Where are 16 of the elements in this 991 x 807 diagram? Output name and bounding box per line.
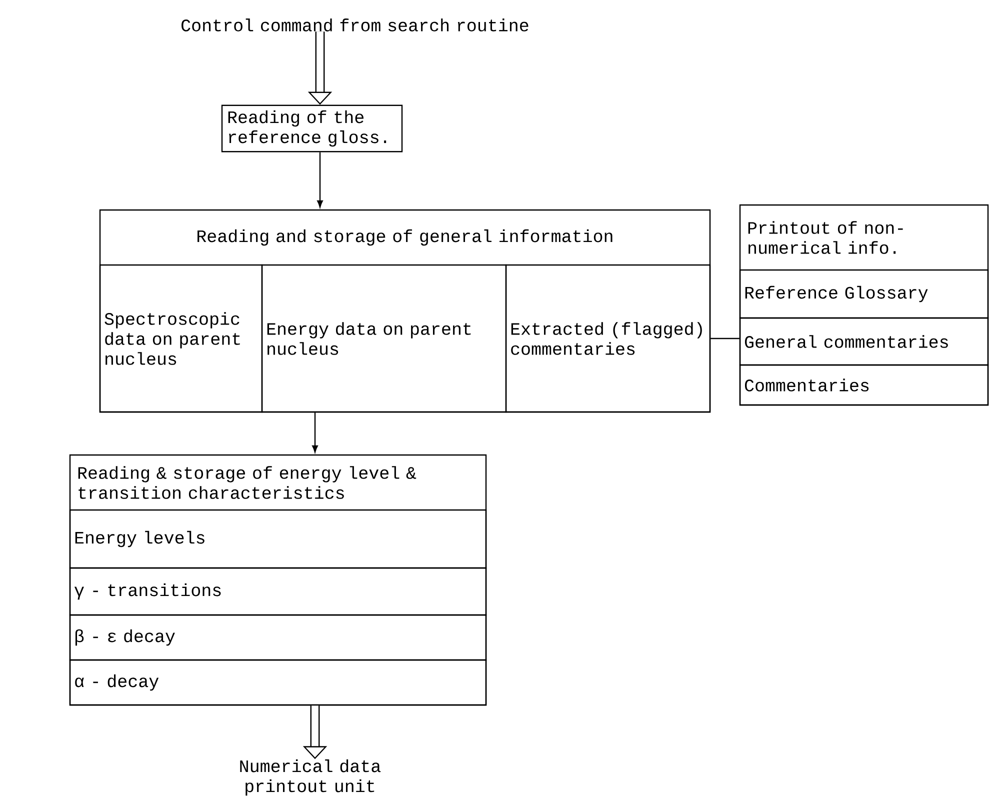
table-cell: α - decay: [69, 659, 487, 706]
table-cell: General commentaries: [739, 317, 989, 366]
table-cell: γ - transitions: [69, 567, 487, 616]
table-cell: Spectroscopic data on parent nucleus: [99, 264, 263, 413]
table-cell: Energy levels: [69, 509, 487, 569]
table-cell: Reference Glossary: [739, 269, 989, 319]
arrow: [312, 412, 318, 453]
note-text: Numerical data printout unit: [240, 759, 381, 796]
table-cell: Extracted (flagged) commentaries: [505, 264, 711, 413]
table-cell: Commentaries: [739, 364, 989, 406]
table-cell: Energy data on parent nucleus: [261, 264, 507, 413]
table-cell: β - ε decay: [69, 614, 487, 661]
process-box: Reading of the reference gloss.: [221, 104, 403, 152]
arrow: [317, 152, 323, 208]
connector-line: [710, 338, 740, 340]
note-text: Control command from search routine: [182, 18, 528, 32]
